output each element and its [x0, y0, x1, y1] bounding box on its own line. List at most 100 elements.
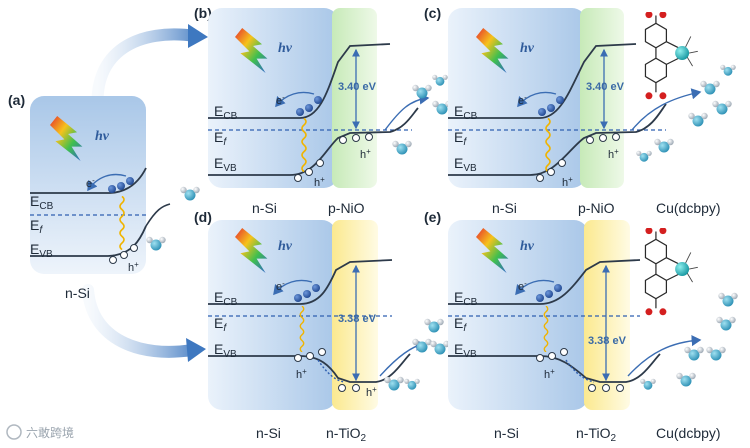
hole	[558, 159, 566, 167]
photon-label-e: hv	[520, 239, 535, 254]
big-arrow-to-b	[91, 28, 201, 118]
gap-label-d: 3.38 eV	[338, 313, 377, 325]
electron-arrow-b	[275, 91, 315, 108]
electron	[108, 185, 116, 193]
nio-layer-b	[332, 8, 377, 188]
ef-label-d: Ef	[214, 315, 227, 334]
evb-label-c: EVB	[454, 155, 477, 174]
hole	[109, 256, 117, 264]
electron	[294, 294, 302, 302]
water-molecule	[684, 346, 704, 361]
electron	[305, 104, 313, 112]
panel-c: (c) hv 3.40 eV ECB Ef EVB e- h+ h+	[424, 5, 736, 216]
caption-e-left: n-Si	[494, 425, 519, 441]
electron	[312, 284, 320, 292]
electron	[126, 177, 134, 185]
hole	[536, 354, 544, 362]
photon-label-a: hv	[95, 129, 110, 144]
caption-d-right: n-TiO2	[326, 425, 366, 444]
electron-label-c: e-	[518, 93, 527, 107]
panel-e-letter: (e)	[424, 209, 441, 225]
hole	[316, 159, 324, 167]
hole-path-c	[631, 88, 702, 131]
hole	[599, 134, 607, 142]
cu-dcbpy-molecule	[644, 12, 699, 100]
cb-band-line-e	[448, 259, 641, 305]
caption-c-right: p-NiO	[578, 200, 615, 216]
water-molecule	[720, 64, 736, 76]
hole-label-b: h+	[314, 175, 325, 189]
hole-label-d: h+	[296, 367, 307, 381]
water-molecule	[412, 338, 432, 353]
caption-e-mol: Cu(dcbpy)	[656, 425, 721, 441]
hole	[294, 174, 302, 182]
cb-band-line-a	[30, 167, 147, 194]
water-molecule	[654, 138, 674, 153]
water-molecule	[712, 100, 732, 115]
ecb-label-a: ECB	[30, 193, 54, 212]
water-molecule	[392, 140, 412, 155]
nio-layer-c	[580, 8, 624, 188]
water-molecule	[700, 80, 720, 95]
water-molecule	[676, 372, 696, 387]
water-molecule	[688, 112, 708, 127]
n-si-block-b	[208, 8, 338, 188]
hole	[130, 244, 138, 252]
hole-dotted-transfer-d	[317, 359, 345, 383]
ecb-label-e: ECB	[454, 289, 478, 308]
ecb-label-c: ECB	[454, 103, 478, 122]
ef-label-c: Ef	[454, 129, 467, 148]
hole	[306, 352, 314, 360]
cu-dcbpy-molecule	[644, 228, 699, 316]
caption-b-left: n-Si	[252, 200, 277, 216]
panel-e: (e) hv 3.38 eV ECB Ef EVB e- h+ n	[424, 209, 738, 444]
caption-d-left: n-Si	[256, 425, 281, 441]
electron	[314, 96, 322, 104]
electron	[538, 108, 546, 116]
photon-label-b: hv	[278, 41, 293, 56]
ef-label-b: Ef	[214, 129, 227, 148]
big-arrow-to-d	[82, 284, 198, 358]
ef-label-a: Ef	[30, 217, 43, 236]
cb-band-line-b	[208, 43, 391, 119]
vb-band-line-b	[208, 107, 419, 176]
caption-b-right: p-NiO	[328, 200, 365, 216]
water-molecule	[716, 316, 736, 331]
water-molecule	[424, 318, 444, 333]
water-molecule	[146, 236, 166, 251]
electron-arrow-c	[517, 91, 557, 108]
hole	[120, 251, 128, 259]
evb-label-e: EVB	[454, 341, 477, 360]
water-molecule	[636, 150, 652, 162]
caption-a: n-Si	[65, 285, 90, 301]
hole	[560, 348, 568, 356]
hole	[616, 384, 624, 392]
big-arrow-head-d	[186, 338, 206, 362]
hole	[352, 134, 360, 142]
ef-label-e: Ef	[454, 315, 467, 334]
hole-label-d2: h+	[366, 385, 377, 399]
watermark-text: 六敢跨境	[26, 425, 74, 440]
hole	[318, 348, 326, 356]
hole-dotted-transfer-e	[565, 359, 595, 383]
electron-label-b: e-	[276, 93, 285, 107]
cb-band-line-c	[448, 43, 637, 119]
water-molecule	[706, 346, 726, 361]
hole	[339, 136, 347, 144]
electron	[117, 182, 125, 190]
evb-label-b: EVB	[214, 155, 237, 174]
cb-band-line-d	[208, 259, 393, 305]
electron-arrow-e	[515, 279, 555, 296]
water-molecule	[432, 74, 448, 86]
hole	[305, 168, 313, 176]
electron-arrow-d	[273, 279, 313, 296]
water-molecule	[384, 376, 404, 391]
n-si-block-e	[448, 220, 588, 410]
electron	[303, 290, 311, 298]
water-molecule	[718, 292, 738, 307]
hole-label-c2: h+	[608, 147, 619, 161]
electron	[296, 108, 304, 116]
electron	[547, 104, 555, 112]
hole	[548, 352, 556, 360]
